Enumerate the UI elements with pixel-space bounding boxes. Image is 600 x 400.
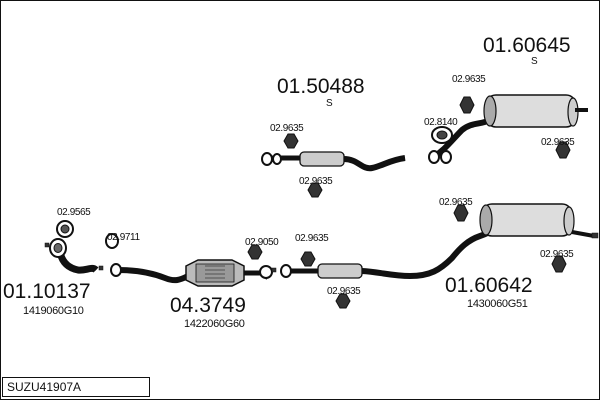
rear-clamp [428, 150, 452, 164]
kit-code-box: SUZU41907A [2, 377, 150, 397]
fitting-label: 02.9635 [541, 137, 575, 148]
centre-mounting-rubber-1 [300, 251, 316, 267]
fitting-label: 02.9565 [57, 207, 91, 218]
assembly-number-rear-lower: 01.60642 [445, 274, 533, 297]
assembly-ref-front-pipe: 1419060G10 [23, 305, 84, 317]
rear-mounting-rubber-1 [459, 96, 475, 114]
upper-mounting-rubber-1 [283, 133, 299, 149]
upper-mounting-rubber-2 [307, 182, 323, 198]
front-gasket [56, 220, 74, 238]
assembly-ref-catalyst: 1422060G60 [184, 318, 245, 330]
fitting-label: 02.9050 [245, 237, 279, 248]
assembly-number-catalyst: 04.3749 [170, 294, 246, 317]
fitting-label: 02.9635 [540, 249, 574, 260]
catalyst-gasket [259, 265, 273, 279]
rear-gasket [431, 126, 453, 144]
centre-mounting-rubber-2 [335, 293, 351, 309]
fitting-label: 02.9635 [439, 197, 473, 208]
assembly-number-front-pipe: 01.10137 [3, 280, 91, 303]
rear-silencer-lower [479, 203, 599, 239]
assembly-suffix-intermediate: S [326, 98, 333, 109]
kit-code: SUZU41907A [7, 380, 82, 394]
front-seal-ring [105, 233, 119, 249]
front-bolt [44, 242, 50, 248]
assembly-number-intermediate: 01.50488 [277, 75, 365, 98]
fitting-label: 02.9711 [107, 232, 140, 243]
fitting-label: 02.9635 [327, 286, 361, 297]
fitting-label: 02.9635 [270, 123, 304, 134]
lower-mounting-rubber-1 [453, 204, 469, 222]
centre-mounting-rubber-3 [247, 244, 263, 260]
fitting-label: 02.8140 [424, 117, 458, 128]
catalytic-converter [110, 259, 270, 287]
fitting-label: 02.9635 [295, 233, 329, 244]
upper-clamp [261, 152, 282, 166]
fitting-label: 02.9635 [299, 176, 333, 187]
catalyst-bolt [271, 267, 277, 273]
assembly-suffix-rear-upper: S [531, 56, 538, 67]
lower-mounting-rubber-2 [551, 255, 567, 273]
intermediate-silencer-upper [270, 151, 406, 172]
rear-mounting-rubber-2 [555, 141, 571, 159]
assembly-ref-rear-lower: 1430060G51 [467, 298, 528, 310]
front-bolt-2 [98, 265, 104, 271]
rear-silencer-upper [430, 94, 588, 161]
assembly-number-rear-upper: 01.60645 [483, 34, 571, 57]
fitting-label: 02.9635 [452, 74, 486, 85]
front-pipe [49, 238, 99, 274]
